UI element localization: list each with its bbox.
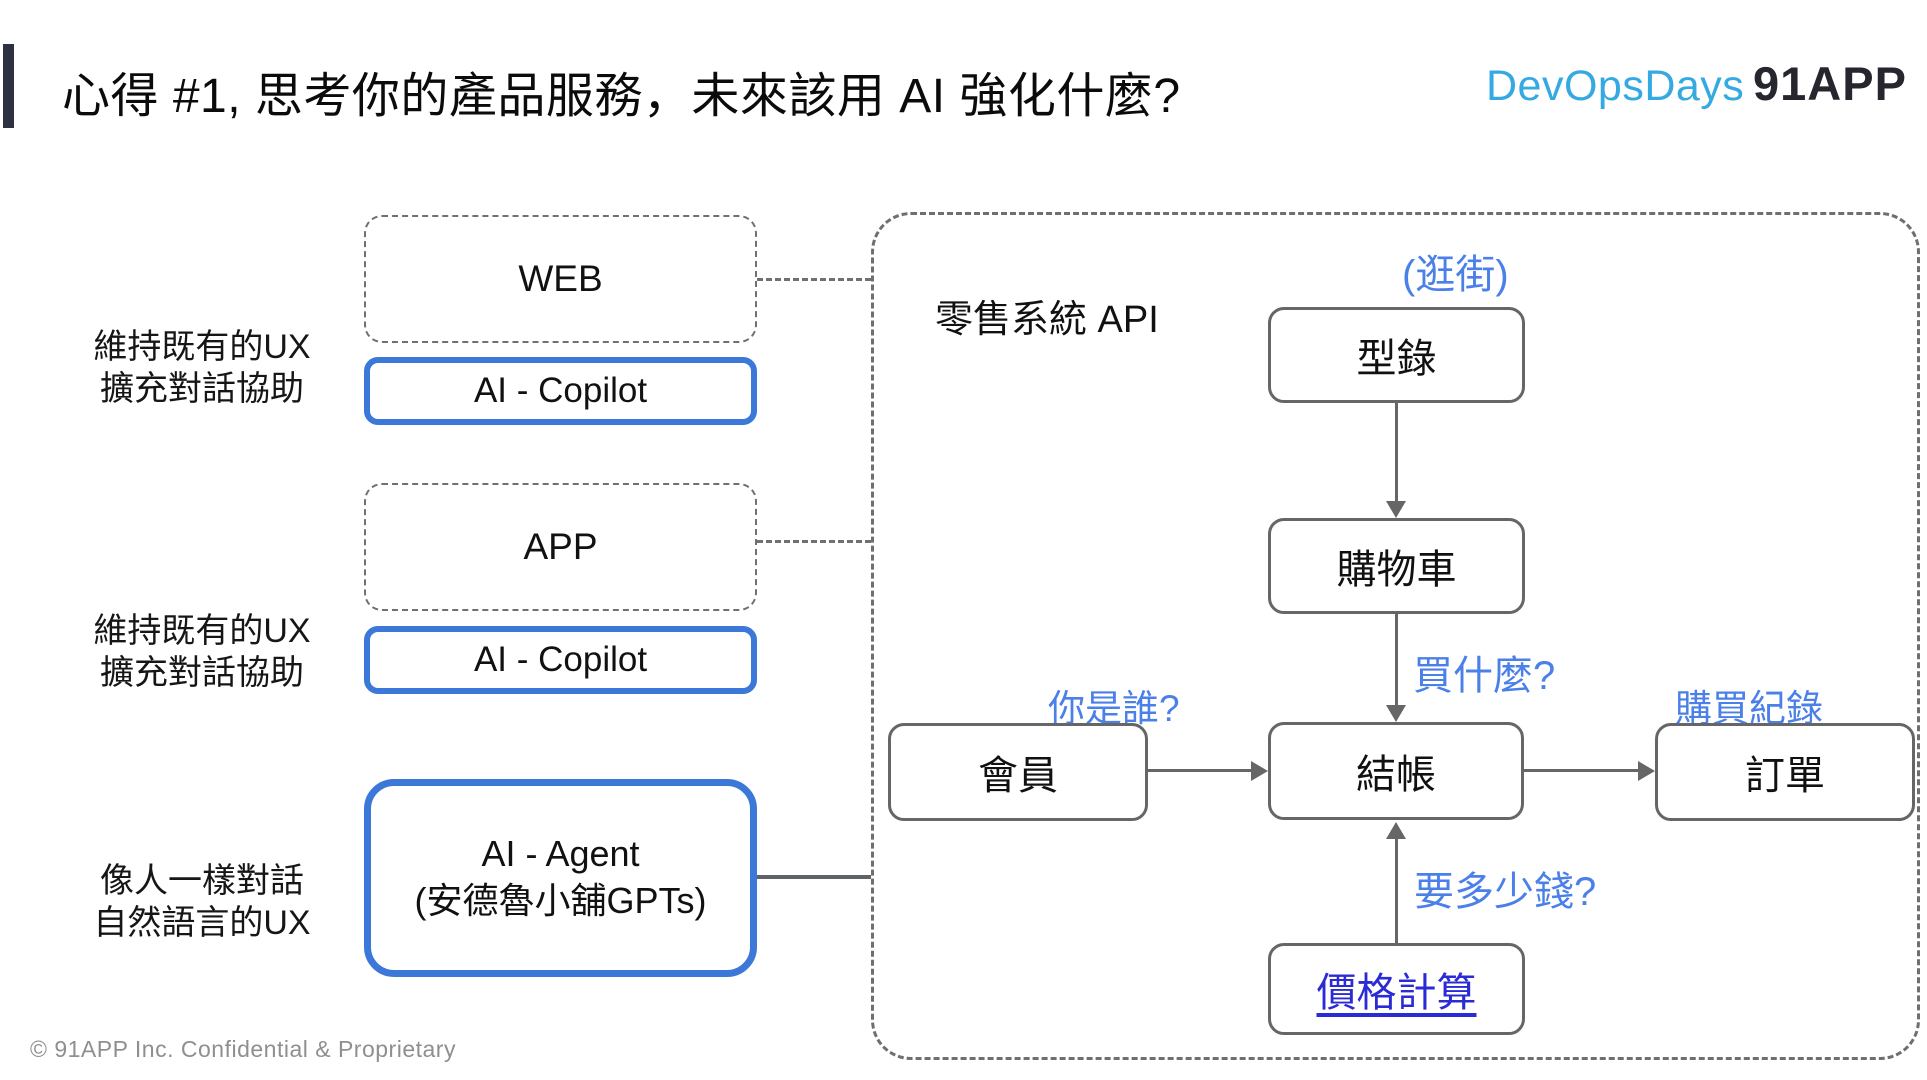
retail-api-title: 零售系統 API (935, 299, 1159, 341)
cart-node: 購物車 (1268, 518, 1525, 614)
order-label: 訂單 (1745, 754, 1825, 798)
devopsdays-logo: DevOpsDays (1486, 62, 1745, 110)
annotation-who-are-you: 你是誰? (1048, 688, 1180, 729)
arrow-pricing-to-checkout-line (1395, 838, 1398, 943)
label-line: 擴充對話協助 (100, 653, 304, 692)
catalog-label: 型錄 (1356, 337, 1437, 381)
label-keep-ux-app: 維持既有的UX 擴充對話協助 (76, 611, 328, 695)
checkout-label: 結帳 (1356, 753, 1436, 797)
label-natural-language-ux: 像人一樣對話 自然語言的UX (76, 861, 328, 945)
title-accent-bar (3, 44, 14, 128)
ai-copilot-app-label: AI - Copilot (473, 640, 648, 679)
ai-agent-box: AI - Agent (安德魯小舖GPTs) (364, 779, 757, 977)
annotation-what-to-buy: 買什麼? (1413, 654, 1556, 698)
label-line: 擴充對話協助 (100, 369, 304, 408)
app-box: APP (364, 483, 757, 611)
arrow-checkout-to-order-head (1638, 761, 1655, 781)
ai-copilot-web-box: AI - Copilot (364, 357, 757, 425)
arrow-member-to-checkout-line (1148, 769, 1251, 772)
arrow-catalog-to-cart-head (1386, 501, 1406, 518)
label-keep-ux-web: 維持既有的UX 擴充對話協助 (76, 327, 328, 411)
order-node: 訂單 (1655, 723, 1915, 821)
web-box-label: WEB (518, 258, 603, 299)
label-line: 維持既有的UX (93, 328, 311, 366)
arrow-pricing-to-checkout-head (1386, 822, 1406, 839)
pricing-node: 價格計算 (1268, 943, 1525, 1035)
connector-web-to-api (757, 278, 871, 281)
label-line: 像人一樣對話 (100, 862, 304, 900)
copyright-footer: © 91APP Inc. Confidential & Proprietary (30, 1036, 456, 1062)
label-line: 維持既有的UX (93, 612, 311, 650)
annotation-how-much: 要多少錢? (1414, 870, 1597, 914)
pricing-link[interactable]: 價格計算 (1316, 971, 1477, 1015)
91app-logo: 91APP (1753, 57, 1907, 110)
checkout-node: 結帳 (1268, 722, 1524, 820)
arrow-cart-to-checkout-head (1386, 705, 1406, 722)
arrow-catalog-to-cart-line (1395, 402, 1398, 502)
label-line: 自然語言的UX (93, 903, 311, 942)
ai-copilot-web-label: AI - Copilot (473, 371, 648, 410)
app-box-label: APP (523, 526, 598, 567)
ai-agent-label-line2: (安德魯小舖GPTs) (414, 880, 707, 921)
web-box: WEB (364, 215, 757, 343)
ai-agent-label-line1: AI - Agent (481, 833, 640, 875)
arrow-member-to-checkout-head (1251, 761, 1268, 781)
member-label: 會員 (978, 754, 1058, 798)
annotation-purchase-history: 購買紀錄 (1675, 688, 1823, 729)
member-node: 會員 (888, 723, 1148, 821)
cart-label: 購物車 (1336, 548, 1457, 592)
catalog-node: 型錄 (1268, 307, 1525, 403)
connector-app-to-api (757, 540, 871, 543)
arrow-checkout-to-order-line (1524, 769, 1639, 772)
slide-title: 心得 #1, 思考你的產品服務，未來該用 AI 強化什麼? (62, 70, 1181, 123)
ai-copilot-app-box: AI - Copilot (364, 626, 757, 694)
arrow-cart-to-checkout-line (1395, 613, 1398, 706)
annotation-browse: (逛街) (1402, 253, 1509, 297)
connector-agent-to-api (757, 875, 871, 879)
